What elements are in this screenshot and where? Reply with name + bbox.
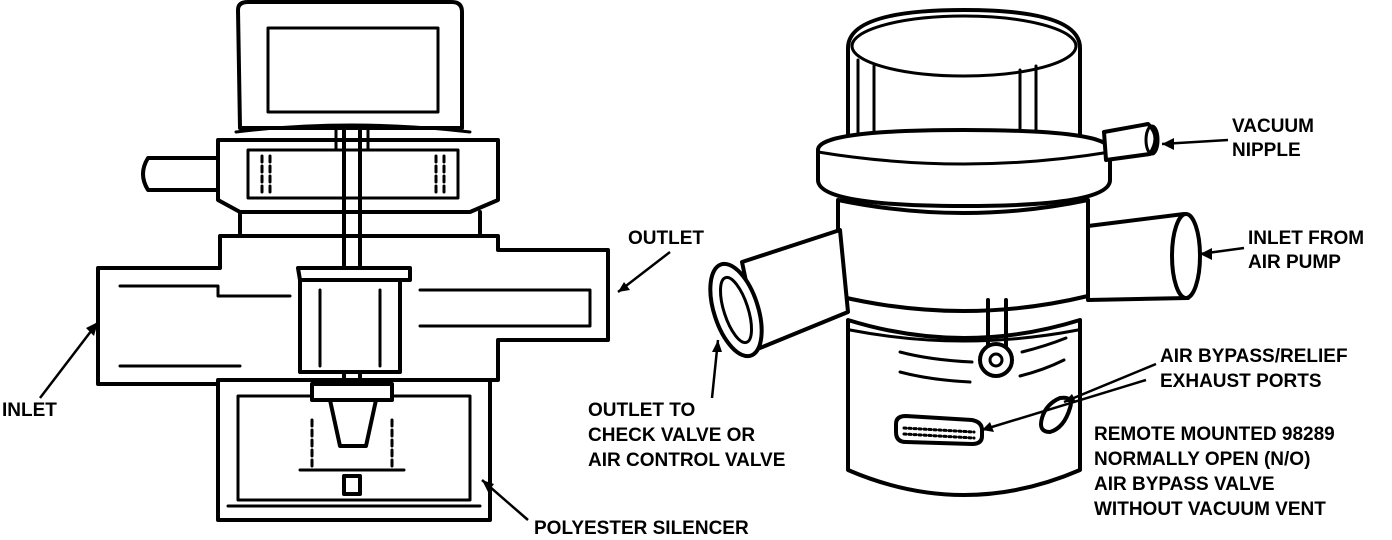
exterior-valve-drawing [708,8,1202,497]
label-outlet-to-check-valve-line3: AIR CONTROL VALVE [588,450,785,471]
label-outlet: OUTLET [628,228,704,249]
label-vacuum-nipple-line1: VACUUM [1232,116,1314,137]
label-inlet: INLET [2,400,57,421]
label-air-bypass-relief-line1: AIR BYPASS/RELIEF [1160,346,1348,367]
label-air-bypass-relief-line2: EXHAUST PORTS [1160,371,1322,392]
label-inlet-from-air-pump-line2: AIR PUMP [1248,252,1341,273]
label-inlet-from-air-pump-line1: INLET FROM [1248,228,1364,249]
label-remote-mounted-line1: REMOTE MOUNTED 98289 [1094,424,1335,445]
label-outlet-to-check-valve-line1: OUTLET TO [588,400,695,421]
label-outlet-to-check-valve-line2: CHECK VALVE OR [588,425,755,446]
label-polyester-silencer: POLYESTER SILENCER [534,518,749,539]
leader-lines [39,138,1245,521]
label-vacuum-nipple-line2: NIPPLE [1232,140,1301,161]
labels: INLET OUTLET POLYESTER SILENCER VACUUM N… [2,116,1364,539]
label-remote-mounted-line4: WITHOUT VACUUM VENT [1094,499,1326,520]
label-remote-mounted-line3: AIR BYPASS VALVE [1094,474,1275,495]
cutaway-valve-drawing [96,0,610,522]
label-remote-mounted-line2: NORMALLY OPEN (N/O) [1094,449,1310,470]
